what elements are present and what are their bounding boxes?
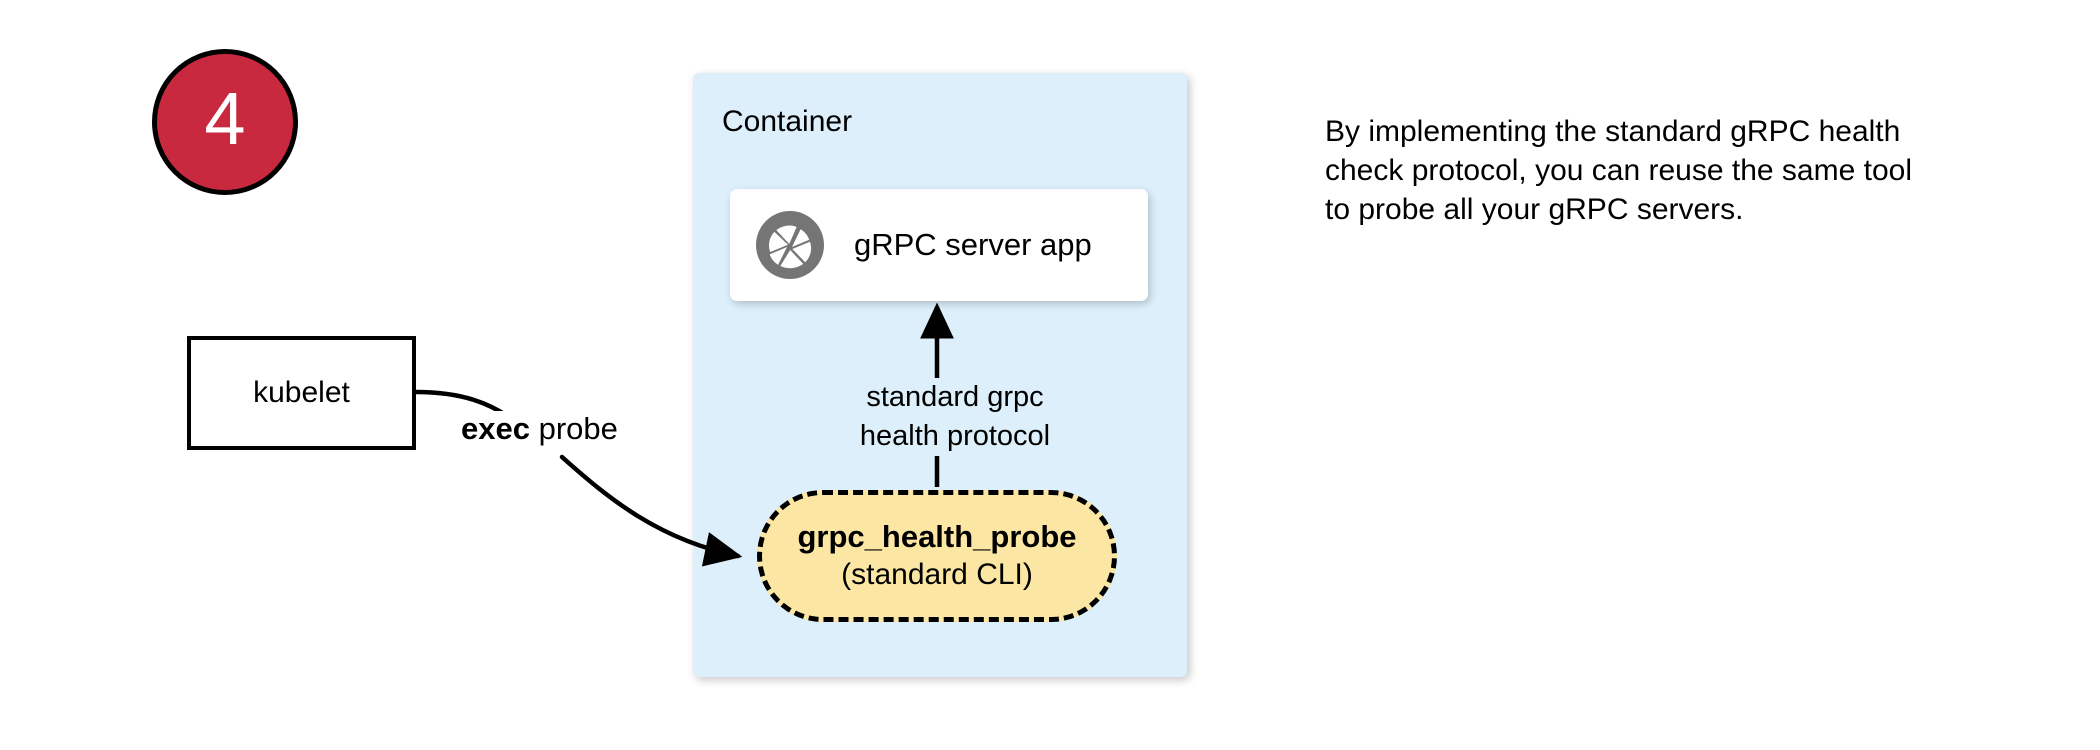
exec-probe-bold-text: exec [461,411,530,446]
exec-probe-label: exec probe [457,411,622,447]
standard-grpc-health-protocol-label: standard grpc health protocol [840,378,1070,456]
explanatory-note: By implementing the standard gRPC health… [1325,115,1912,226]
kubelet-box: kubelet [187,336,416,450]
step-number-text: 4 [204,77,246,160]
grpc-server-app-card: gRPC server app [730,189,1148,301]
kubelet-label: kubelet [253,376,350,409]
grpc-health-probe-subtitle: (standard CLI) [841,558,1033,591]
step-number-badge: 4 [152,49,298,195]
grpc-aperture-icon [756,211,824,279]
exec-probe-rest-text: probe [529,411,618,446]
grpc-health-probe-node: grpc_health_probe (standard CLI) [757,490,1117,622]
grpc-health-probe-title: grpc_health_probe [797,519,1077,554]
protocol-label-line2: health protocol [859,420,1051,452]
protocol-label-line1: standard grpc [866,381,1044,413]
grpc-server-app-label: gRPC server app [854,227,1092,262]
container-label: Container [722,105,853,138]
